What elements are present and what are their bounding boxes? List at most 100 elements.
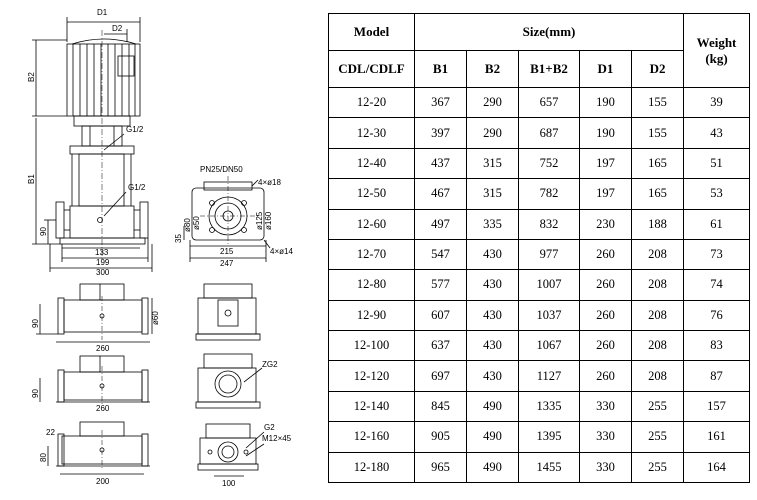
dim-v3-260: 260 xyxy=(96,404,110,413)
dim-215: 215 xyxy=(220,247,234,256)
dim-300: 300 xyxy=(96,268,110,277)
cell-weight: 74 xyxy=(683,269,751,301)
dim-g12-side: G1/2 xyxy=(128,183,146,192)
dim-pn25-dn50: PN25/DN50 xyxy=(200,165,243,174)
variant-c-side-view xyxy=(197,423,265,477)
dim-zg2: ZG2 xyxy=(262,360,278,369)
cell-b1-b2: 1067 xyxy=(518,329,580,362)
cell-b2: 335 xyxy=(466,208,519,240)
cell-b1: 577 xyxy=(414,269,467,301)
cell-weight: 53 xyxy=(683,178,751,210)
cell-b1-b2: 1395 xyxy=(518,421,580,453)
cell-d2: 208 xyxy=(630,269,685,301)
cell-d1: 197 xyxy=(579,147,632,180)
cell-model: 12-50 xyxy=(328,178,415,210)
cell-b1-b2: 1335 xyxy=(518,390,580,423)
cell-b2: 430 xyxy=(466,299,519,332)
pump-front-view xyxy=(32,17,153,272)
dim-d2: D2 xyxy=(112,24,123,33)
header-b1-b2: B1+B2 xyxy=(518,50,580,88)
variant-c-front-view xyxy=(47,421,150,475)
cell-model: 12-180 xyxy=(328,451,415,483)
dim-v4-22: 22 xyxy=(46,428,55,437)
cell-b1: 397 xyxy=(414,117,467,149)
dim-90: 90 xyxy=(39,227,48,236)
cell-weight: 39 xyxy=(683,86,751,119)
cell-b1-b2: 1037 xyxy=(518,299,580,332)
cell-b1: 467 xyxy=(414,178,467,210)
cell-model: 12-160 xyxy=(328,421,415,453)
cell-d2: 255 xyxy=(630,451,685,483)
cell-d1: 330 xyxy=(579,390,632,423)
dim-v2-260: 260 xyxy=(96,344,110,353)
dim-d1: D1 xyxy=(97,8,108,17)
dim-g2: G2 xyxy=(264,423,275,432)
header-d1: D1 xyxy=(579,50,632,88)
dim-v4-100: 100 xyxy=(222,479,236,488)
cell-d2: 255 xyxy=(630,390,685,423)
cell-model: 12-70 xyxy=(328,238,415,271)
table-header-row: Model Size(mm) Weight (kg) xyxy=(328,13,751,88)
dim-phi125: ø125 xyxy=(255,211,264,230)
cell-b2: 430 xyxy=(466,360,519,392)
cell-weight: 161 xyxy=(683,421,751,453)
header-b1: B1 xyxy=(414,50,467,88)
cell-b1: 547 xyxy=(414,238,467,271)
cell-d1: 260 xyxy=(579,360,632,392)
cell-b2: 315 xyxy=(466,178,519,210)
cell-b1-b2: 782 xyxy=(518,178,580,210)
cell-b1: 637 xyxy=(414,329,467,362)
cell-d1: 260 xyxy=(579,269,632,301)
cell-d1: 330 xyxy=(579,421,632,453)
cell-d1: 190 xyxy=(579,86,632,119)
cell-weight: 43 xyxy=(683,117,751,149)
cell-b2: 430 xyxy=(466,269,519,301)
header-b2: B2 xyxy=(466,50,519,88)
cell-b2: 430 xyxy=(466,329,519,362)
cell-d2: 208 xyxy=(630,329,685,362)
cell-d2: 188 xyxy=(630,208,685,240)
dim-4x14: 4×ø14 xyxy=(270,247,293,256)
cell-d1: 260 xyxy=(579,299,632,332)
pump-spec-table: Model Size(mm) Weight (kg) CDL/CDLF B1 B… xyxy=(328,13,751,483)
cell-model: 12-40 xyxy=(328,147,415,180)
dim-m12x45: M12×45 xyxy=(262,434,292,443)
cell-b1: 905 xyxy=(414,421,467,453)
cell-d1: 260 xyxy=(579,238,632,271)
pump-dimension-drawing: D1 D2 B2 B1 G1/2 G1/2 90 133 199 300 xyxy=(27,8,293,488)
cell-b1: 437 xyxy=(414,147,467,180)
cell-b1: 845 xyxy=(414,390,467,423)
cell-b1-b2: 752 xyxy=(518,147,580,180)
cell-model: 12-90 xyxy=(328,299,415,332)
dim-35: 35 xyxy=(174,234,183,243)
variant-a-side-view xyxy=(195,283,261,341)
cell-weight: 61 xyxy=(683,208,751,240)
cell-b1-b2: 832 xyxy=(518,208,580,240)
cell-weight: 157 xyxy=(683,390,751,423)
cell-d2: 255 xyxy=(630,421,685,453)
cell-b2: 430 xyxy=(466,238,519,271)
cell-weight: 164 xyxy=(683,451,751,483)
cell-b1-b2: 1127 xyxy=(518,360,580,392)
cell-weight: 87 xyxy=(683,360,751,392)
dim-v4-80: 80 xyxy=(39,453,48,462)
cell-model: 12-60 xyxy=(328,208,415,240)
cell-b1-b2: 657 xyxy=(518,86,580,119)
cell-d1: 190 xyxy=(579,117,632,149)
cell-model: 12-140 xyxy=(328,390,415,423)
cell-d1: 230 xyxy=(579,208,632,240)
cell-model: 12-100 xyxy=(328,329,415,362)
cell-b1: 367 xyxy=(414,86,467,119)
cell-model: 12-20 xyxy=(328,86,415,119)
variant-b-front-view xyxy=(39,355,150,406)
cell-model: 12-120 xyxy=(328,360,415,392)
